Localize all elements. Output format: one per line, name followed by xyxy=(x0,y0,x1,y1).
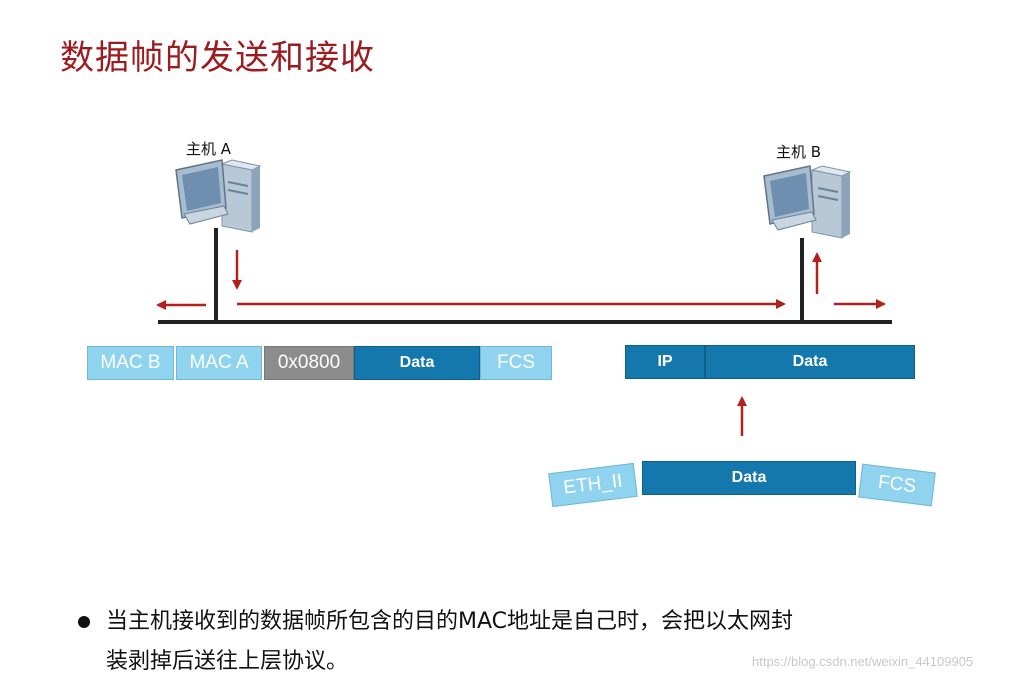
frame-data: Data xyxy=(354,346,480,380)
stripped-data: Data xyxy=(642,461,856,495)
packet-data: Data xyxy=(705,345,915,379)
frame-fcs: FCS xyxy=(480,346,552,380)
packet-ip-header: IP xyxy=(625,345,705,379)
page-title: 数据帧的发送和接收 xyxy=(60,38,375,78)
host-b-label: 主机 B xyxy=(776,143,822,161)
host-a-label: 主机 A xyxy=(186,140,232,158)
bullet-line-2: 装剥掉后送往上层协议。 xyxy=(106,649,349,674)
bullet-line-1: 当主机接收到的数据帧所包含的目的MAC地址是自己时，会把以太网封 xyxy=(106,609,794,634)
watermark: https://blog.csdn.net/weixin_44109905 xyxy=(752,654,974,669)
frame-type: 0x0800 xyxy=(264,346,354,380)
computer-b-icon xyxy=(763,165,852,239)
bullet-text: 当主机接收到的数据帧所包含的目的MAC地址是自己时，会把以太网封 装剥掉后送往上… xyxy=(106,602,956,682)
frame-src-mac: MAC A xyxy=(176,346,262,380)
bullet-dot-icon xyxy=(78,616,90,628)
frame-dest-mac: MAC B xyxy=(87,346,174,380)
computer-a-icon xyxy=(175,159,262,233)
